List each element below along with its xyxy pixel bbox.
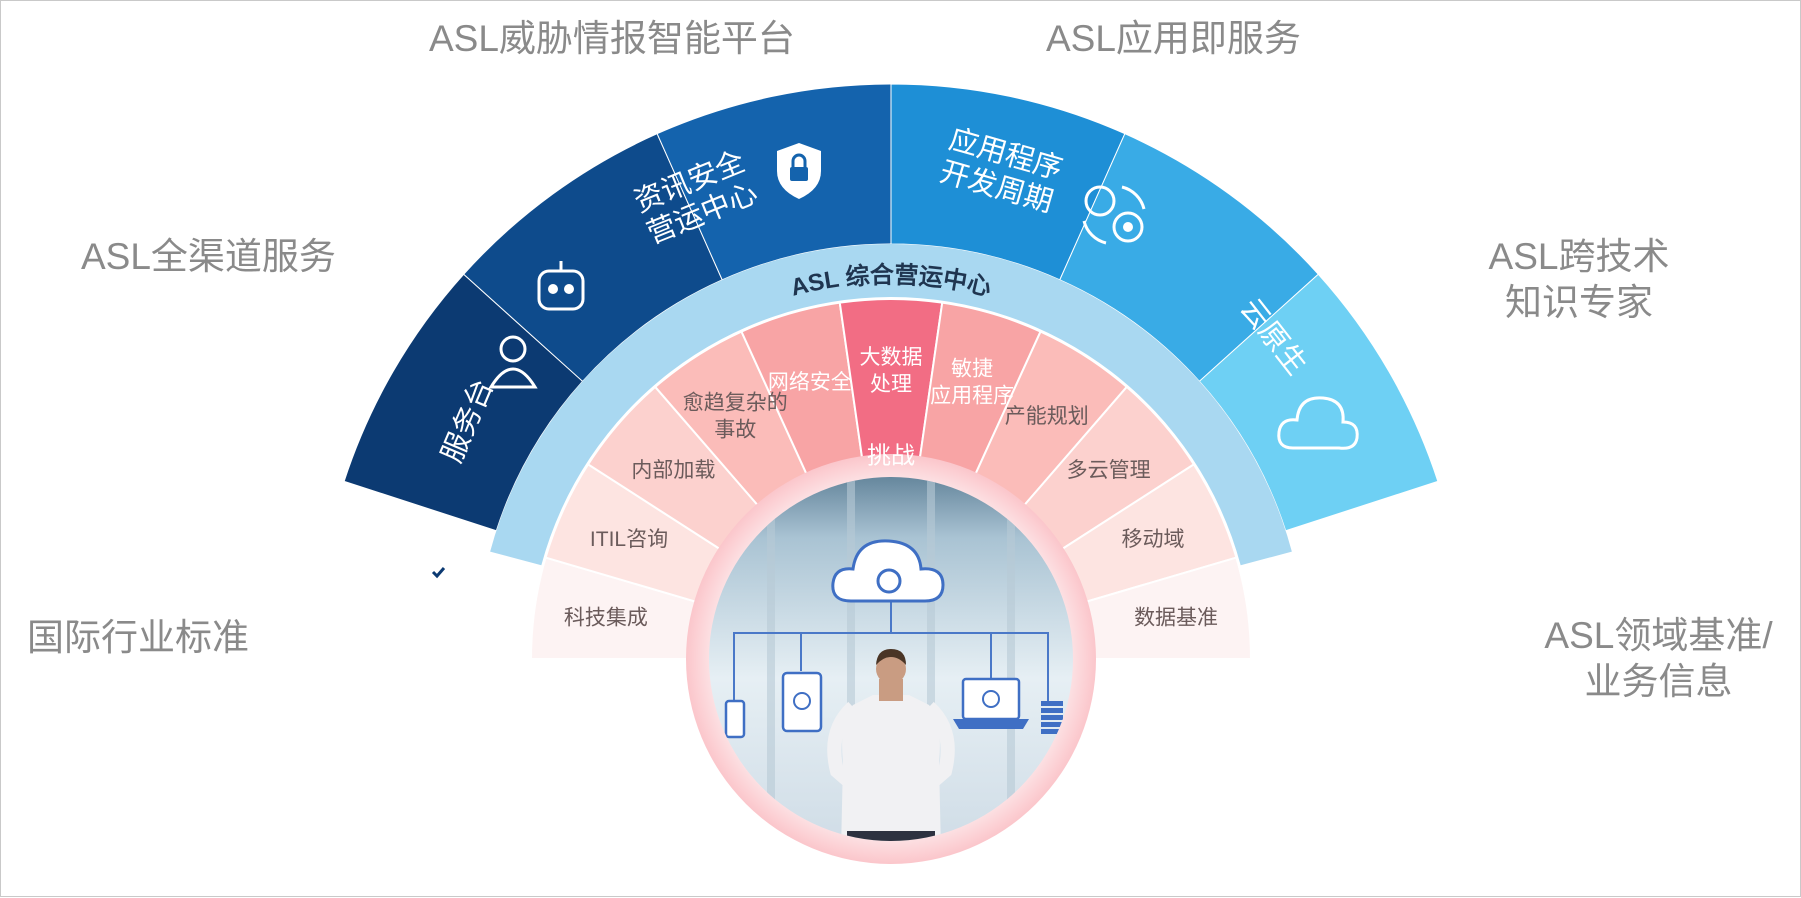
outer-label-itil-line-1: ITIL (384, 680, 434, 712)
label-cross-tech-line2: 知识专家 (1505, 282, 1653, 323)
inner-label-data_benchmark-line-1: 数据基准 (1134, 607, 1218, 630)
inner-label-capacity_planning: 产能规划 (1005, 405, 1089, 428)
inner-label-mobile: 移动域 (1121, 528, 1184, 551)
inner-label-capacity_planning-line-1: 产能规划 (1005, 405, 1089, 428)
clipboard-icon (386, 560, 449, 630)
label-cross-tech-line1: ASL跨技术 (1488, 236, 1670, 277)
outer-label-smart_app: 智能应用 (1345, 580, 1398, 700)
outer-label-itil-line-2: 营运 (380, 713, 438, 746)
inner-label-tech_integration-line-1: 科技集成 (564, 607, 648, 630)
network-globe-icon (1325, 695, 1389, 759)
outer-ring-layer (343, 83, 1439, 759)
inner-label-multicloud: 多云管理 (1067, 459, 1151, 482)
inner-label-network_security: 网络安全 (768, 371, 852, 394)
inner-label-itil_consult: ITIL咨询 (590, 528, 668, 551)
inner-label-agile_apps-line-1: 敏捷 (951, 358, 993, 381)
tablet-icon (781, 671, 823, 733)
inner-label-itil_consult-line-1: ITIL咨询 (590, 528, 668, 551)
shield-lock-icon (777, 143, 821, 199)
outer-label-smart_app-line-1: 智能应用 (1345, 580, 1398, 700)
label-domain-benchmark-line1: ASL领域基准/ (1544, 615, 1773, 656)
label-cross-tech-experts: ASL跨技术 知识专家 (1474, 234, 1684, 326)
core-challenge-label: 挑战 (867, 443, 915, 470)
core-photo (686, 454, 1096, 864)
inner-label-multicloud-line-1: 多云管理 (1067, 459, 1151, 482)
inner-label-agile_apps-line-2: 应用程序 (930, 385, 1014, 408)
label-threat-intel-platform: ASL威胁情报智能平台 (429, 18, 795, 59)
inner-label-complex_incidents-line-1: 愈趋复杂的 (683, 392, 788, 415)
label-intl-standards: 国际行业标准 (27, 617, 249, 658)
inner-label-big_data-line-1: 大数据 (860, 346, 923, 369)
person-figure-icon (827, 649, 955, 841)
phone-icon (724, 699, 746, 739)
laptop-icon (953, 677, 1029, 729)
operations-center-band-arc (490, 243, 1292, 566)
label-omnichannel-service: ASL全渠道服务 (81, 236, 336, 277)
label-domain-benchmark: ASL领域基准/ 业务信息 (1531, 613, 1786, 705)
outer-segment-smart_app (1198, 273, 1439, 532)
label-domain-benchmark-line2: 业务信息 (1584, 661, 1733, 702)
inner-label-complex_incidents-line-2: 事故 (714, 419, 756, 442)
dev-cycle-icon (1082, 185, 1146, 245)
core-challenge-label-line-1: 挑战 (867, 443, 915, 470)
inner-label-internal_load-line-1: 内部加载 (631, 459, 715, 482)
core-photo-scene (709, 477, 1073, 841)
inner-label-data_benchmark: 数据基准 (1134, 607, 1218, 630)
cloud-sync-icon (831, 539, 945, 603)
inner-label-internal_load: 内部加载 (631, 459, 715, 482)
inner-label-mobile-line-1: 移动域 (1121, 528, 1184, 551)
inner-label-network_security-line-1: 网络安全 (768, 371, 852, 394)
operations-center-band (490, 243, 1292, 566)
server-icon (1041, 701, 1063, 734)
cloud-icon (1277, 396, 1359, 450)
inner-label-big_data-line-2: 处理 (870, 373, 912, 396)
label-app-as-service: ASL应用即服务 (1046, 18, 1301, 59)
inner-label-tech_integration: 科技集成 (564, 607, 648, 630)
robot-agent-icon (488, 261, 585, 389)
